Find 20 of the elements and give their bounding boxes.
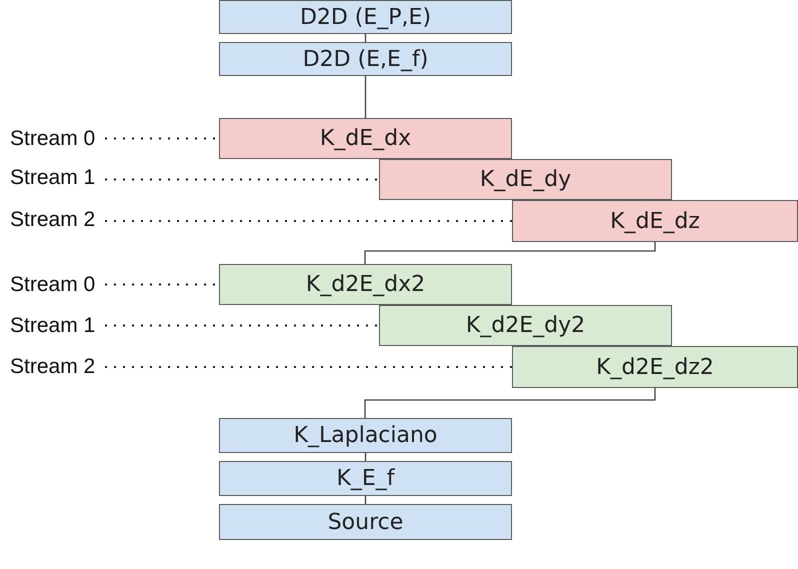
kernel-box: Source [219, 504, 512, 540]
stream-label: Stream 0 [10, 273, 96, 297]
kernel-box: K_d2E_dz2 [512, 346, 798, 388]
kernel-box: D2D (E,E_f) [219, 42, 512, 76]
stream-label: Stream 1 [10, 166, 96, 190]
kernel-box: K_E_f [219, 461, 512, 496]
connector-line [364, 76, 366, 118]
kernel-box: K_d2E_dx2 [219, 264, 512, 305]
stream-label: Stream 2 [10, 208, 96, 232]
kernel-box: K_dE_dz [512, 200, 798, 242]
stream-label: Stream 1 [10, 314, 96, 338]
kernel-box: K_dE_dy [379, 159, 672, 200]
stream-label: Stream 2 [10, 355, 96, 379]
kernel-box: K_Laplaciano [219, 418, 512, 453]
stream-label: Stream 0 [10, 127, 96, 151]
kernel-box: K_d2E_dy2 [379, 305, 672, 346]
connector-line [364, 242, 656, 264]
kernel-box: D2D (E_P,E) [219, 0, 512, 34]
kernel-box: K_dE_dx [219, 118, 512, 159]
connector-line [364, 388, 656, 418]
